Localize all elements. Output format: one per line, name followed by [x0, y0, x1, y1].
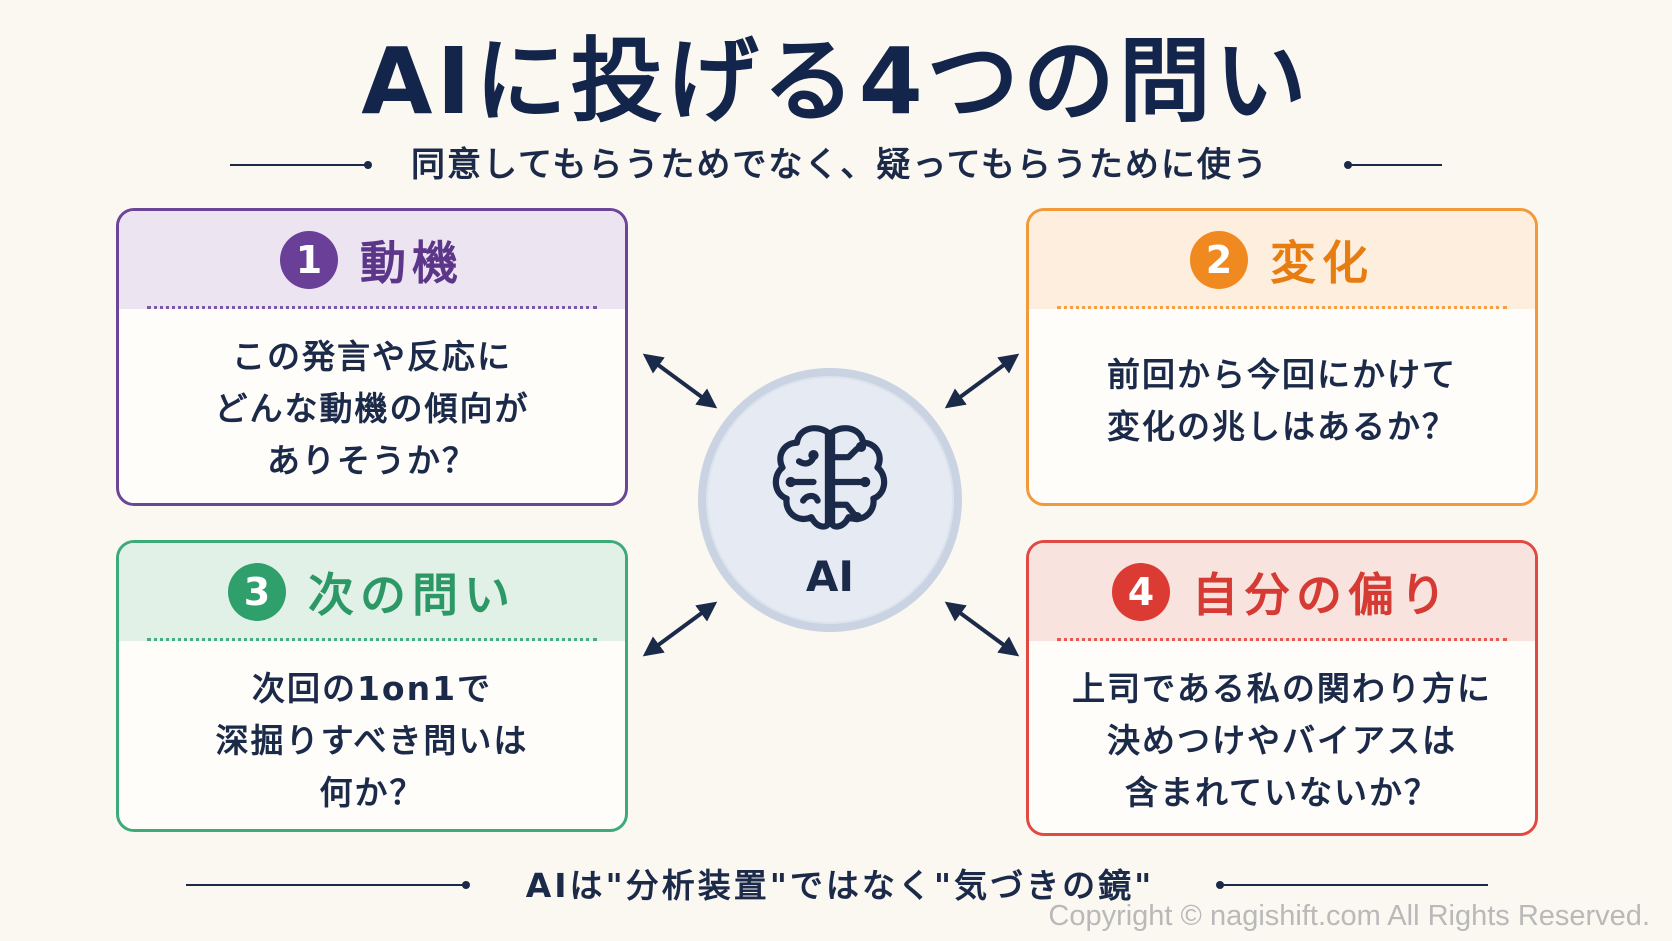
card-title: 自分の偏り	[1192, 568, 1452, 622]
number-badge: 1	[280, 231, 338, 289]
number-badge: 2	[1190, 231, 1248, 289]
hub-label: AI	[805, 552, 855, 601]
subtitle-rule-right	[1348, 164, 1442, 166]
card-body: 次回の1on1で 深掘りすべき問いは 何か？	[119, 641, 625, 819]
card-header: 3 次の問い	[119, 543, 625, 641]
subtitle-row: 同意してもらうためでなく、疑ってもらうために使う	[0, 140, 1672, 190]
card-line: この発言や反応に	[232, 337, 512, 376]
card-line: 深掘りすべき問いは	[215, 721, 529, 760]
card-body: この発言や反応に どんな動機の傾向が ありそうか？	[119, 309, 625, 487]
number-badge: 4	[1112, 563, 1170, 621]
card-line: 何か？	[319, 773, 425, 812]
subtitle-dot-left	[364, 161, 372, 169]
card-body: 上司である私の関わり方に 決めつけやバイアスは 含まれていないか？	[1029, 641, 1535, 819]
footer-tagline: AIは"分析装置"ではなく"気づきの鏡"	[525, 866, 1155, 905]
card-title: 動機	[360, 236, 464, 290]
card-line: ありそうか？	[267, 441, 477, 480]
arrow-motive	[642, 353, 718, 409]
card-body: 前回から今回にかけて 変化の兆しはあるか？	[1029, 309, 1535, 453]
card-line: どんな動機の傾向が	[214, 389, 530, 428]
arrow-next-question	[642, 601, 718, 657]
card-line: 前回から今回にかけて	[1107, 355, 1457, 394]
page-title: AIに投げる4つの問い	[361, 28, 1311, 135]
ai-hub: AI	[698, 368, 962, 632]
card-title: 変化	[1270, 236, 1374, 290]
card-line: 変化の兆しはあるか？	[1107, 407, 1457, 446]
card-header: 1 動機	[119, 211, 625, 309]
footer-row: AIは"分析装置"ではなく"気づきの鏡"	[0, 862, 1672, 910]
arrow-own-bias	[944, 601, 1020, 657]
subtitle: 同意してもらうためでなく、疑ってもらうために使う	[411, 145, 1269, 185]
arrow-change	[944, 353, 1020, 409]
brain-icon	[772, 425, 888, 530]
card-line: 決めつけやバイアスは	[1107, 721, 1457, 760]
card-line: 次回の1on1で	[251, 669, 493, 708]
question-card-motive: 1 動機 この発言や反応に どんな動機の傾向が ありそうか？	[116, 208, 628, 506]
question-card-change: 2 変化 前回から今回にかけて 変化の兆しはあるか？	[1026, 208, 1538, 506]
card-header: 4 自分の偏り	[1029, 543, 1535, 641]
question-card-next-question: 3 次の問い 次回の1on1で 深掘りすべき問いは 何か？	[116, 540, 628, 832]
card-line: 上司である私の関わり方に	[1072, 669, 1492, 708]
card-line: 含まれていないか？	[1124, 773, 1439, 812]
card-title: 次の問い	[308, 568, 516, 622]
footer-rule-right	[1222, 884, 1488, 886]
copyright-notice: Copyright © nagishift.com All Rights Res…	[1048, 900, 1650, 932]
footer-dot-left	[462, 881, 470, 889]
subtitle-rule-left	[230, 164, 368, 166]
card-header: 2 変化	[1029, 211, 1535, 309]
footer-dot-right	[1216, 881, 1224, 889]
footer-rule-left	[186, 884, 464, 886]
question-card-own-bias: 4 自分の偏り 上司である私の関わり方に 決めつけやバイアスは 含まれていないか…	[1026, 540, 1538, 836]
number-badge: 3	[228, 563, 286, 621]
